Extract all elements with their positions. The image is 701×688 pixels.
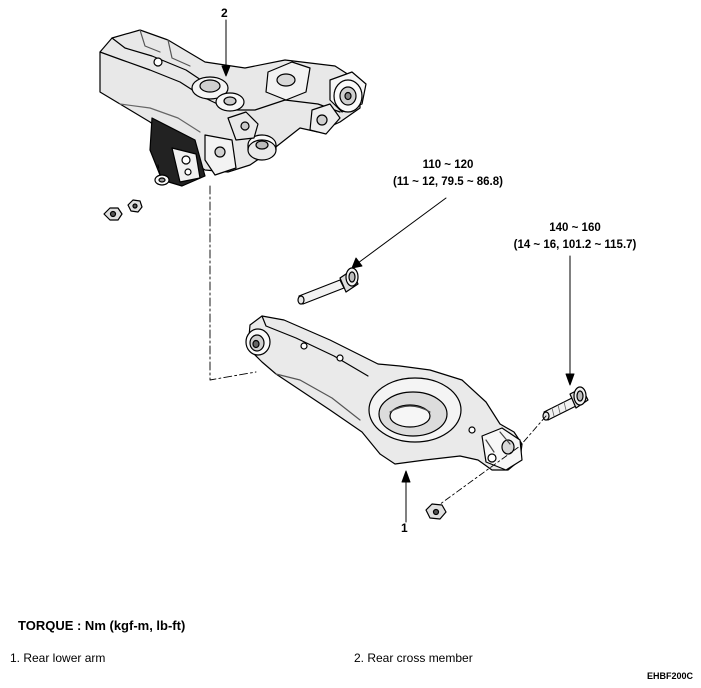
callout-part-1: 1 (401, 521, 408, 535)
torque-value: 110 ~ 120 (422, 159, 474, 171)
rear-cross-member (99, 29, 367, 187)
exploded-view-drawing (99, 19, 589, 523)
legend-item-1: 1. Rear lower arm (10, 651, 106, 665)
torque-spec-outer-bolt: 140 ~ 160 (14 ~ 16, 101.2 ~ 115.7) (490, 220, 660, 254)
rear-lower-arm (245, 315, 523, 471)
torque-alt-units: (14 ~ 16, 101.2 ~ 115.7) (513, 239, 637, 251)
figure-code: EHBF200C (646, 671, 693, 681)
outer-bolt (542, 386, 589, 421)
callout-part-2: 2 (221, 6, 228, 20)
legend-item-2: 2. Rear cross member (354, 651, 473, 665)
inner-bolt (297, 267, 359, 305)
torque-alt-units: (11 ~ 12, 79.5 ~ 86.8) (393, 176, 503, 188)
leader-lines (221, 19, 575, 523)
lower-nut (425, 503, 447, 520)
torque-value: 140 ~ 160 (549, 222, 601, 234)
torque-spec-inner-bolt: 110 ~ 120 (11 ~ 12, 79.5 ~ 86.8) (368, 157, 528, 191)
washer-and-nuts (103, 164, 170, 221)
torque-heading: TORQUE : Nm (kgf-m, lb-ft) (18, 618, 186, 633)
